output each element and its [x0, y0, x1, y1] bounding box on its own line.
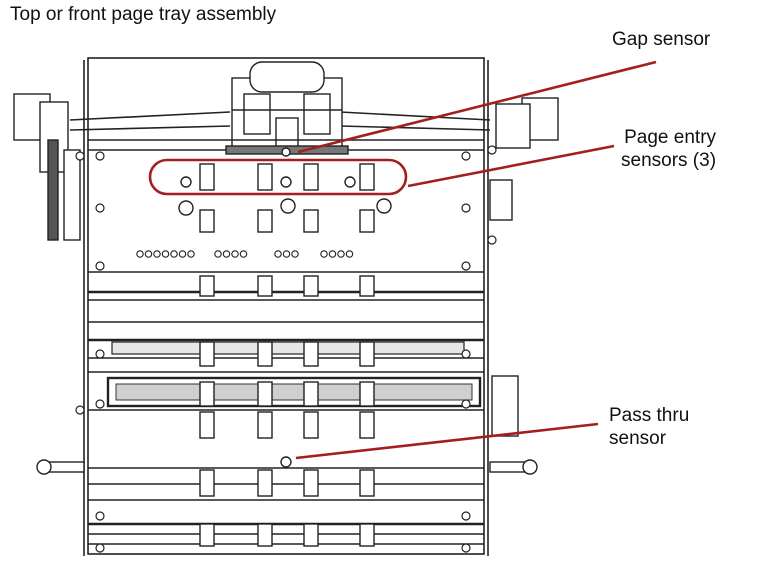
screw: [95, 261, 105, 271]
pass-thru-line1: Pass thru: [609, 405, 690, 426]
screw: [461, 203, 471, 213]
screw: [487, 145, 497, 155]
page-entry-sensors-ellipse: [148, 158, 408, 196]
guide-tab: [303, 163, 319, 191]
screw: [461, 151, 471, 161]
hole: [345, 250, 354, 258]
hole: [144, 250, 153, 258]
guide-tab: [257, 381, 273, 407]
diagram-title: Top or front page tray assembly: [10, 4, 277, 25]
screw: [95, 151, 105, 161]
side-pins: [36, 375, 538, 475]
guide-tab: [257, 469, 273, 497]
hole: [222, 250, 231, 258]
hole: [187, 250, 195, 258]
hole: [136, 250, 144, 258]
page-entry-line2: sensors (3): [621, 150, 717, 171]
gap-sensor-text: Gap sensor: [612, 29, 711, 50]
top-center-mechanism: [225, 61, 349, 155]
guide-tab: [199, 209, 215, 233]
gap-sensor-leader: [297, 60, 657, 154]
guide-tab: [199, 381, 215, 407]
screw: [461, 399, 471, 409]
screw: [95, 543, 105, 553]
hole: [337, 250, 345, 258]
screw: [487, 235, 497, 245]
guide-tab: [303, 341, 319, 367]
gap-sensor: [281, 147, 291, 157]
guide-tab: [257, 411, 273, 439]
guide-tab: [257, 163, 273, 191]
hole: [161, 250, 170, 258]
guide-tab: [359, 411, 375, 439]
hole-rows: [136, 250, 354, 258]
guide-tab: [257, 523, 273, 547]
guide-tab: [359, 163, 375, 191]
hole: [153, 250, 161, 258]
guide-tab: [303, 209, 319, 233]
guide-tab: [303, 381, 319, 407]
guide-tab: [199, 163, 215, 191]
guide-tab: [199, 341, 215, 367]
gap-sensor-label: Gap sensor: [612, 28, 710, 51]
screw: [75, 405, 85, 415]
screw: [461, 511, 471, 521]
guide-tab: [303, 275, 319, 297]
guide-tab: [199, 469, 215, 497]
pass-thru-sensor: [280, 456, 292, 468]
pass-thru-line2: sensor: [609, 428, 667, 449]
hole: [170, 250, 178, 258]
guide-tab: [359, 341, 375, 367]
hole: [291, 250, 299, 258]
hole: [274, 250, 282, 258]
frame-outline: [87, 57, 485, 555]
page-entry-sensors: [178, 176, 392, 216]
screw: [95, 203, 105, 213]
screw: [75, 151, 85, 161]
screw: [95, 349, 105, 359]
callout-lines: [148, 60, 657, 460]
guide-tab: [303, 523, 319, 547]
right-side-bracket: [489, 97, 559, 221]
screw: [461, 349, 471, 359]
guide-tab: [303, 469, 319, 497]
guide-tab: [199, 523, 215, 547]
hole: [178, 250, 187, 258]
guide-tab: [359, 381, 375, 407]
guide-tab: [359, 275, 375, 297]
paper-guide-tabs: [199, 163, 375, 547]
guide-tab: [257, 341, 273, 367]
guide-tab: [359, 523, 375, 547]
hole: [282, 250, 291, 258]
guide-tab: [257, 275, 273, 297]
left-side-bracket: [13, 93, 81, 241]
pass-thru-sensor-label: Pass thru sensor: [609, 404, 689, 450]
guide-tab: [199, 275, 215, 297]
hole: [320, 250, 328, 258]
tray-frame: [69, 57, 491, 556]
screw: [95, 511, 105, 521]
page-entry-leader: [407, 144, 615, 188]
hole: [239, 250, 248, 258]
guide-tab: [359, 209, 375, 233]
middle-rail: [111, 341, 465, 355]
guide-tab: [303, 411, 319, 439]
pass-thru-leader: [295, 422, 599, 460]
guide-tab: [199, 411, 215, 439]
screw: [95, 399, 105, 409]
guide-tab: [257, 209, 273, 233]
frame-screws: [75, 145, 497, 553]
hole: [328, 250, 337, 258]
guide-bar-inner: [115, 383, 473, 401]
hole: [231, 250, 239, 258]
hole: [214, 250, 222, 258]
guide-tab: [359, 469, 375, 497]
screw: [461, 543, 471, 553]
page-entry-line1: Page entry: [624, 127, 717, 148]
screw: [461, 261, 471, 271]
page-entry-sensors-label: Page entry sensors (3): [621, 126, 716, 172]
